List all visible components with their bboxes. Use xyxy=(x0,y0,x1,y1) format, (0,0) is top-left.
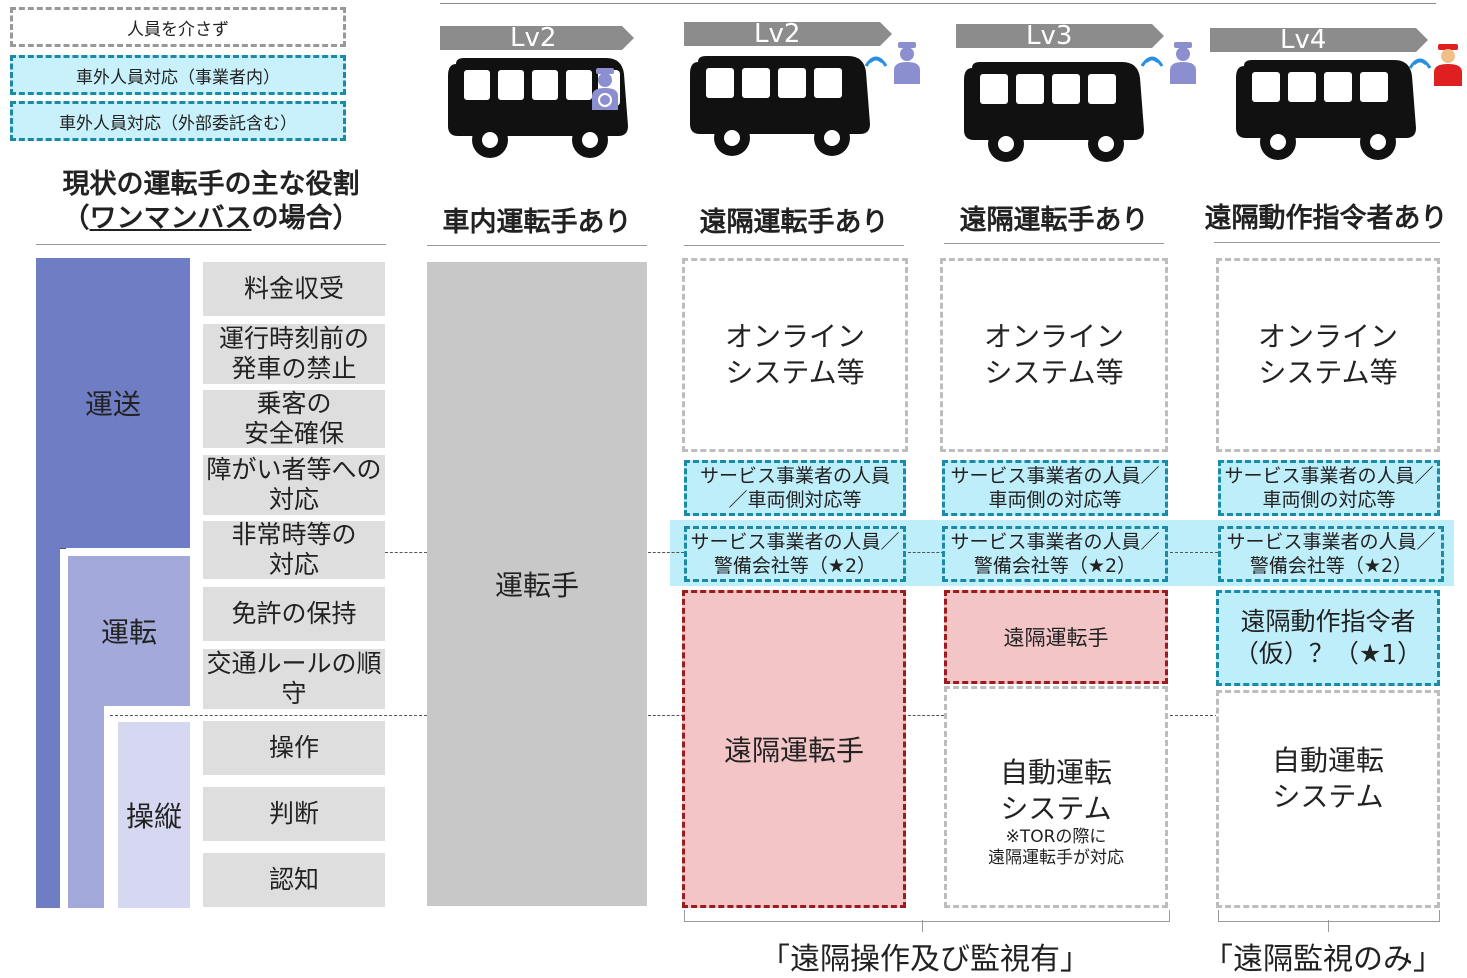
auto-system-label: 自動運転 システム xyxy=(999,756,1112,825)
auto-system-block: 自動運転 システム ※TORの際に 遠隔運転手が対応 xyxy=(944,686,1168,908)
left-title-line1: 現状の運転手の主な役割 xyxy=(62,169,360,200)
remote-driver-block-label: 遠隔運転手 xyxy=(1003,626,1109,650)
legend-operator-label: 車外人員対応（事業者内） xyxy=(76,67,280,88)
role-disability: 障がい者等への 対応 xyxy=(203,455,385,515)
role-fare: 料金収受 xyxy=(203,262,385,316)
column-heading: 遠隔運転手あり xyxy=(944,198,1164,244)
driver-block-label: 運転手 xyxy=(494,569,579,602)
category-driving-stem xyxy=(68,706,104,908)
system-block: オンライン システム等 xyxy=(940,258,1168,452)
legend-outsourced: 車外人員対応（外部委託含む） xyxy=(10,101,346,141)
legend-none-label: 人員を介さず xyxy=(127,19,229,40)
legend-none: 人員を介さず xyxy=(10,7,346,47)
brace-tick xyxy=(1328,920,1338,932)
category-transport-label: 運送 xyxy=(84,388,141,421)
level-badge: Lv3 xyxy=(956,24,1164,48)
bus-icon xyxy=(964,62,1144,162)
remote-driver-icon xyxy=(864,42,920,84)
left-title-line2: （ワンマンバスの場合） xyxy=(36,202,386,236)
left-title: 現状の運転手の主な役割 （ワンマンバスの場合） xyxy=(36,168,386,245)
connector-line xyxy=(648,715,684,716)
category-driving-label: 運転 xyxy=(100,616,157,649)
category-steering-label: 操縦 xyxy=(125,800,182,833)
auto-system-block: 自動運転 システム xyxy=(1216,690,1440,908)
role-license: 免許の保持 xyxy=(203,587,385,641)
connector-line xyxy=(908,552,944,553)
service-block: サービス事業者の人員 ／車両側対応等 xyxy=(684,460,906,516)
left-title-rest: の場合） xyxy=(251,203,360,234)
category-driving: 運転 xyxy=(68,556,190,706)
role-safety: 乗客の 安全確保 xyxy=(203,389,385,448)
category-steering: 操縦 xyxy=(118,722,190,908)
category-transport: 運送 xyxy=(36,258,190,548)
connector-line xyxy=(648,552,684,553)
role-departure: 運行時刻前の 発車の禁止 xyxy=(203,324,385,384)
remote-driver-block-label: 遠隔運転手 xyxy=(723,734,864,767)
column-heading: 車内運転手あり xyxy=(427,200,647,246)
auto-system-note: ※TORの際に 遠隔運転手が対応 xyxy=(988,827,1124,868)
role-recognition: 認知 xyxy=(203,853,385,907)
security-block: サービス事業者の人員／ 警備会社等（★2） xyxy=(684,526,906,582)
level-badge: Lv4 xyxy=(1210,28,1428,52)
left-title-open: （ xyxy=(62,203,90,234)
brace-tick xyxy=(922,920,932,932)
security-block: サービス事業者の人員／ 警備会社等（★2） xyxy=(942,526,1168,582)
remote-driver-block: 遠隔運転手 xyxy=(944,590,1168,684)
left-title-underlined: ワンマンバス xyxy=(89,203,252,234)
system-block: オンライン システム等 xyxy=(682,258,908,452)
connector-line xyxy=(908,715,944,716)
service-block: サービス事業者の人員／ 車両側の対応等 xyxy=(942,460,1168,516)
service-block: サービス事業者の人員／ 車両側の対応等 xyxy=(1218,460,1440,516)
role-operation: 操作 xyxy=(203,721,385,775)
brace xyxy=(684,910,1170,922)
level-badge: Lv2 xyxy=(684,22,892,46)
commander-block: 遠隔動作指令者 （仮）？（★1） xyxy=(1216,590,1440,686)
column-heading: 遠隔動作指令者あり xyxy=(1204,203,1448,234)
remote-driver-block: 遠隔運転手 xyxy=(682,590,906,908)
security-block: サービス事業者の人員／ 警備会社等（★2） xyxy=(1218,526,1444,582)
driver-block: 運転手 xyxy=(427,262,647,906)
heading-rule xyxy=(1214,242,1440,243)
top-rule xyxy=(440,3,1436,4)
bus-icon xyxy=(690,56,870,156)
remote-driver-icon xyxy=(1140,42,1196,84)
brace xyxy=(1218,910,1440,922)
role-emergency: 非常時等の 対応 xyxy=(203,520,385,579)
bus-icon xyxy=(1236,60,1416,160)
connector-line xyxy=(110,715,427,716)
connector-line xyxy=(60,548,66,549)
role-traffic-rules: 交通ルールの順 守 xyxy=(203,649,385,709)
connector-line xyxy=(1170,715,1218,716)
label-remote-monitor: 「遠隔監視のみ」 xyxy=(1203,942,1443,977)
legend-operator: 車外人員対応（事業者内） xyxy=(10,55,346,95)
role-judgment: 判断 xyxy=(203,787,385,841)
system-block: オンライン システム等 xyxy=(1216,258,1440,452)
level-badge: Lv2 xyxy=(440,26,634,50)
driver-icon xyxy=(592,68,618,110)
connector-line xyxy=(1170,552,1218,553)
category-transport-stem xyxy=(36,548,60,908)
connector-line xyxy=(385,552,427,553)
remote-commander-icon xyxy=(1408,44,1462,86)
label-remote-ops: 「遠隔操作及び監視有」 xyxy=(760,942,1090,977)
column-heading: 遠隔運転手あり xyxy=(684,200,904,246)
legend-outsourced-label: 車外人員対応（外部委託含む） xyxy=(59,113,297,134)
